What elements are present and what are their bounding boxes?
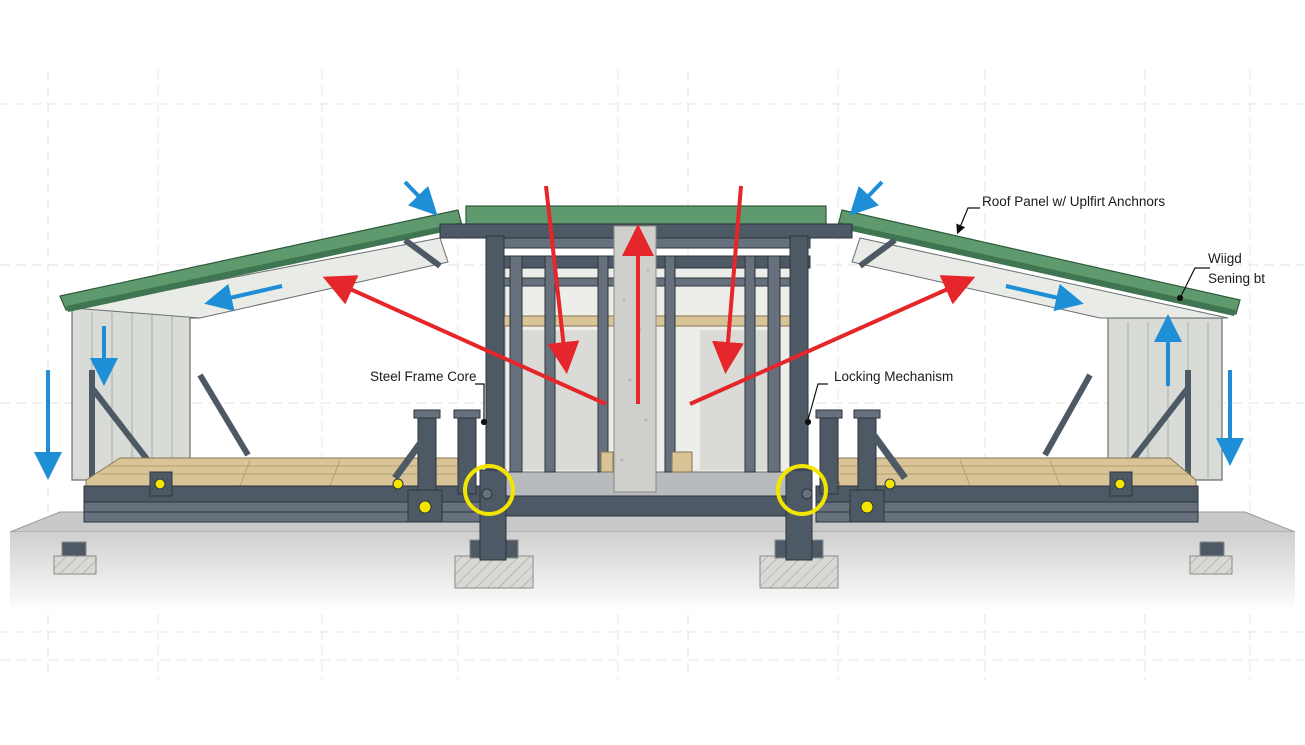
wind-arrows: [34, 180, 1244, 480]
steel-frame-core: [439, 205, 853, 561]
roof-panel-label: Roof Panel w/ Uplfirt Anchnors: [982, 194, 1165, 209]
load-force-arrows: [322, 185, 976, 406]
ground-slab: [9, 511, 1296, 612]
wing-label-line1: Wiigd: [1208, 251, 1242, 266]
steel-frame-core-label: Steel Frame Core: [370, 369, 477, 384]
wing-label-line2: Sening bt: [1208, 271, 1265, 286]
locking-mechanism-label: Locking Mechanism: [834, 369, 953, 384]
left-wing: [59, 209, 485, 523]
leader-lines: [475, 207, 1210, 426]
locking-highlights: [463, 464, 828, 516]
right-wing: [815, 209, 1241, 523]
